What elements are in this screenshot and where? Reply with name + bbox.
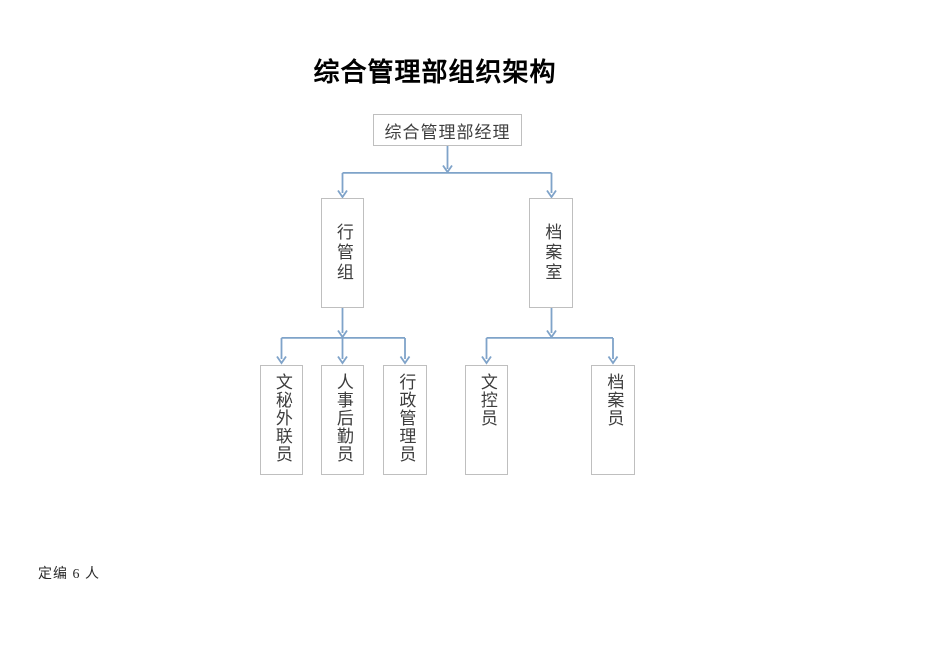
node-admin-group: 行管组 <box>321 198 364 308</box>
node-archive-room-label: 档案室 <box>542 223 562 283</box>
connector-arrowhead-icon <box>337 355 348 365</box>
node-dept-manager: 综合管理部经理 <box>373 114 522 146</box>
node-doc-controller: 文控员 <box>465 365 508 475</box>
node-admin-group-label: 行管组 <box>333 223 353 283</box>
node-admin-officer: 行政管理员 <box>383 365 427 475</box>
connector-admin-group-to-roles <box>276 308 411 365</box>
headcount-note: 定编 6 人 <box>38 567 100 582</box>
node-archivist-label: 档案员 <box>604 373 624 427</box>
node-doc-controller-label: 文控员 <box>477 373 497 427</box>
node-dept-manager-label: 综合管理部经理 <box>384 122 511 142</box>
node-hr-logistics-label: 人事后勤员 <box>333 373 353 463</box>
connector-arrowhead-icon <box>276 355 287 365</box>
node-secretary-liaison-label: 文秘外联员 <box>272 373 292 463</box>
node-archivist: 档案员 <box>591 365 635 475</box>
connector-arrowhead-icon <box>546 189 557 199</box>
node-archive-room: 档案室 <box>529 198 573 308</box>
connector-root-to-departments <box>337 146 557 199</box>
connector-arrowhead-icon <box>607 355 619 365</box>
node-admin-officer-label: 行政管理员 <box>396 373 416 463</box>
connector-arrowhead-icon <box>399 355 411 365</box>
connector-arrowhead-icon <box>337 189 348 199</box>
connector-archive-room-to-roles <box>481 308 619 365</box>
node-hr-logistics: 人事后勤员 <box>321 365 364 475</box>
connector-arrowhead-icon <box>481 355 492 365</box>
page-title: 综合管理部组织架构 <box>313 57 557 87</box>
node-secretary-liaison: 文秘外联员 <box>260 365 303 475</box>
